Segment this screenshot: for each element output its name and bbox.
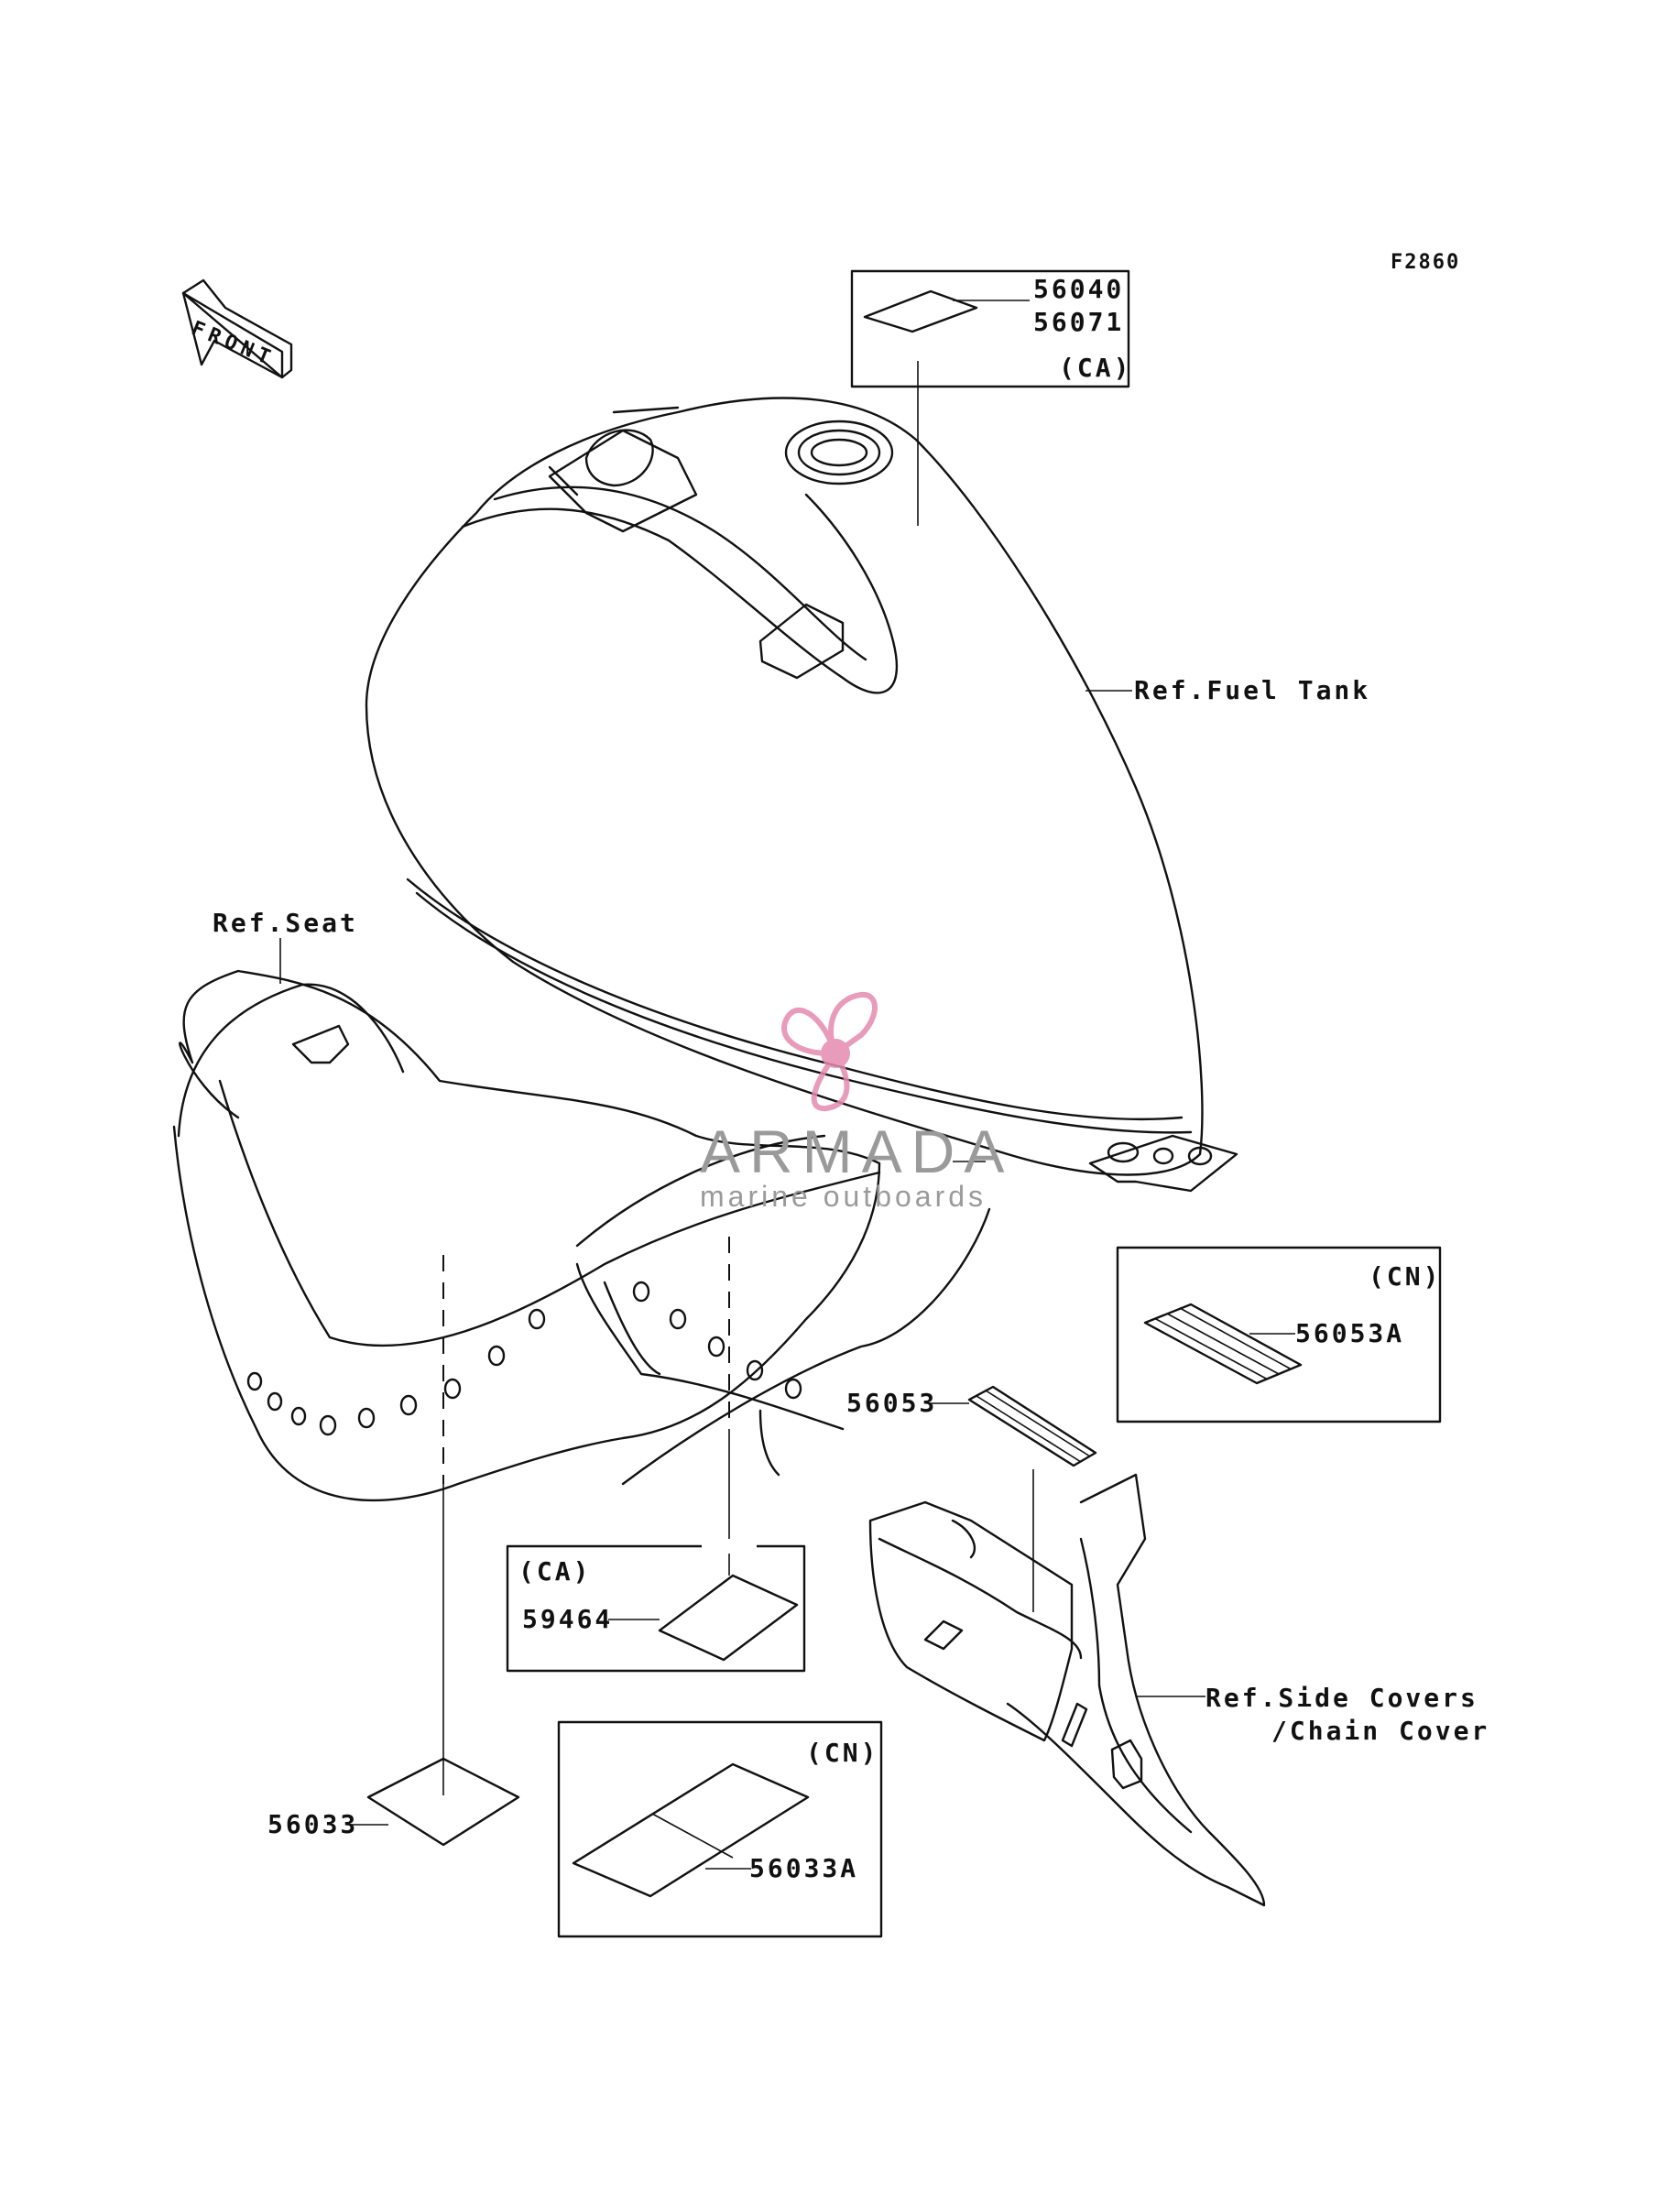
part-56033: 56033 [267, 1809, 359, 1839]
reflector-strip-56053-icon [967, 1385, 1097, 1467]
figure-code: F2860 [1391, 251, 1461, 274]
part-56053: 56053 [846, 1388, 938, 1418]
reflector-strip-56053a-icon [1143, 1303, 1303, 1385]
watermark-name: ARMADA [700, 1118, 1014, 1185]
ref-side-covers: Ref.Side Covers [1205, 1683, 1478, 1713]
watermark-logo-icon [781, 991, 878, 1112]
watermark-tagline: marine outboards [700, 1180, 987, 1213]
fuel-tank-drawing [365, 397, 1238, 1193]
part-59464: 59464 [522, 1604, 614, 1634]
region-cn-right: (CN) [1369, 1261, 1442, 1292]
label-decal-56040-icon [863, 289, 978, 333]
label-decal-56033a-icon [572, 1762, 810, 1898]
cn-bottom-box [557, 1720, 883, 1938]
ca-top-box [850, 269, 1130, 388]
front-arrow-icon [181, 278, 293, 379]
part-56040: 56040 [1033, 274, 1125, 304]
seat-drawing [172, 938, 991, 1795]
ref-fuel-tank: Ref.Fuel Tank [1134, 675, 1371, 705]
label-decal-59464-icon [658, 1574, 799, 1662]
region-ca-bottom: (CA) [518, 1556, 592, 1587]
cn-right-box [1116, 1246, 1442, 1423]
ref-seat: Ref.Seat [213, 908, 358, 938]
ca-bottom-box [506, 1544, 806, 1673]
part-56033a: 56033A [749, 1853, 859, 1883]
region-ca-top: (CA) [1059, 353, 1132, 383]
label-decal-56033-icon [366, 1757, 520, 1847]
part-56071: 56071 [1033, 307, 1125, 337]
part-56053a: 56053A [1295, 1318, 1405, 1348]
region-cn-bottom: (CN) [806, 1738, 879, 1768]
side-cover-drawing [868, 1473, 1266, 1907]
ref-chain-cover: /Chain Cover [1271, 1716, 1490, 1746]
